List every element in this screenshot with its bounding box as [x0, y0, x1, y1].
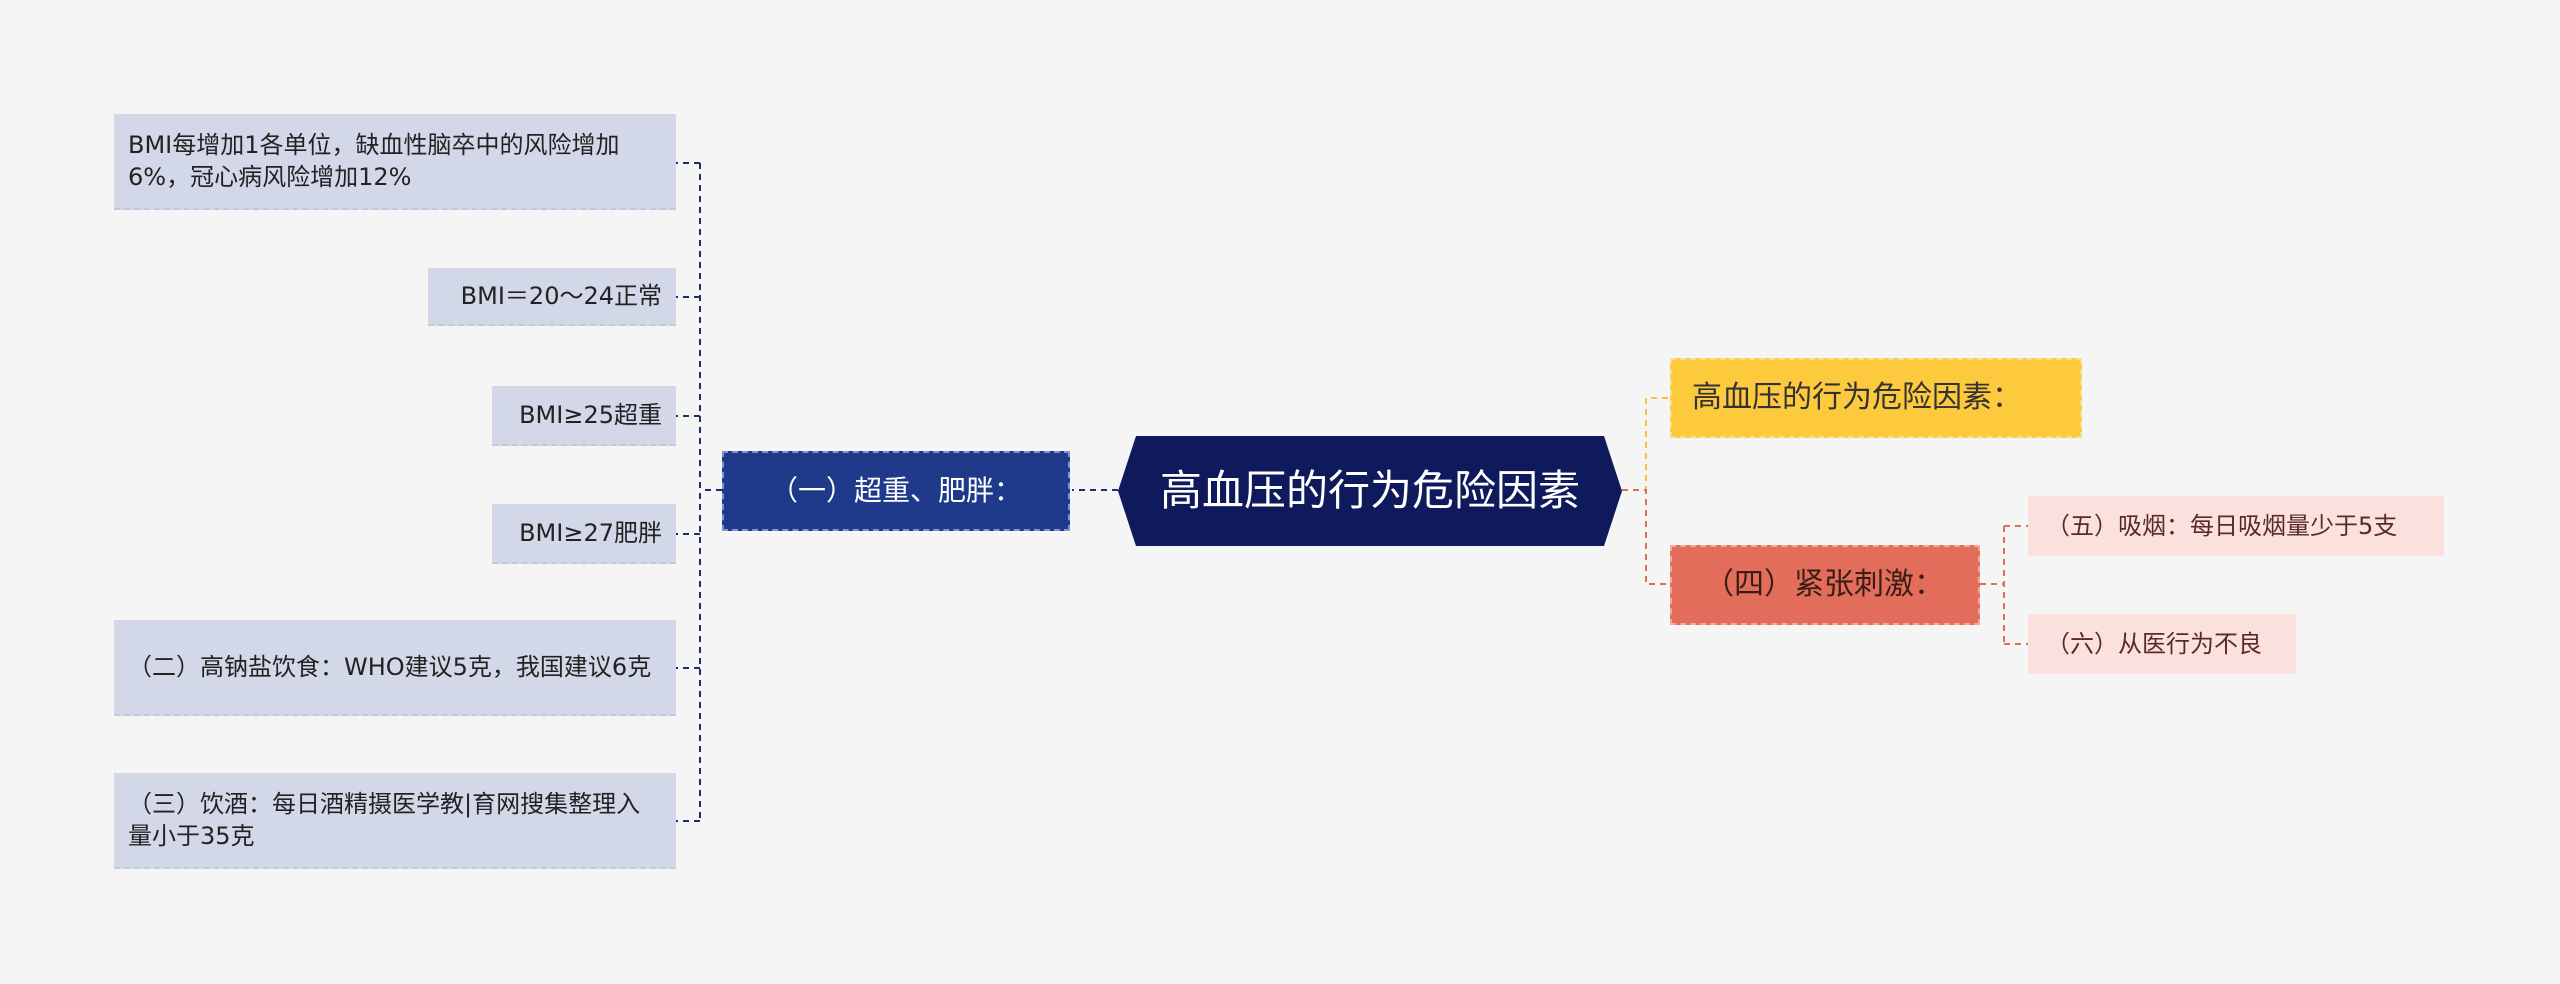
root-hexagon-shape — [1118, 436, 1622, 546]
branch-behavior-risk-label: 高血压的行为危险因素： — [1692, 379, 2022, 415]
branch-overweight-obesity: （一）超重、肥胖： — [722, 451, 1070, 531]
branch-stress-label: （四）紧张刺激： — [1704, 566, 1944, 602]
leaf-high-salt-label: （二）高钠盐饮食：WHO建议5克，我国建议6克 — [128, 652, 652, 681]
leaf-smoking-label: （五）吸烟：每日吸烟量少于5支 — [2046, 511, 2398, 540]
connector-to-red — [1622, 489, 1670, 585]
leaf-bmi-overweight: BMI≥25超重 — [492, 386, 676, 446]
leaf-bmi-obese: BMI≥27肥胖 — [492, 504, 676, 564]
leaf-bmi-risk: BMI每增加1各单位，缺血性脑卒中的风险增加6%，冠心病风险增加12% — [114, 114, 676, 210]
root-label: 高血压的行为危险因素 — [1159, 465, 1580, 515]
leaf-high-salt: （二）高钠盐饮食：WHO建议5克，我国建议6克 — [114, 620, 676, 716]
leaf-bmi-overweight-label: BMI≥25超重 — [519, 400, 662, 429]
root-node: 高血压的行为危险因素 — [1118, 436, 1622, 546]
leaf-bmi-obese-label: BMI≥27肥胖 — [519, 518, 662, 547]
leaf-smoking: （五）吸烟：每日吸烟量少于5支 — [2028, 496, 2444, 556]
leaf-bmi-risk-label: BMI每增加1各单位，缺血性脑卒中的风险增加6%，冠心病风险增加12% — [128, 130, 620, 191]
branch-overweight-obesity-label: （一）超重、肥胖： — [769, 474, 1022, 508]
leaf-medical-behavior-label: （六）从医行为不良 — [2046, 629, 2262, 658]
branch-stress: （四）紧张刺激： — [1670, 545, 1980, 625]
leaf-medical-behavior: （六）从医行为不良 — [2028, 614, 2296, 674]
leaf-bmi-normal-label: BMI＝20～24正常 — [460, 281, 662, 310]
leaf-alcohol: （三）饮酒：每日酒精摄医学教|育网搜集整理入量小于35克 — [114, 773, 676, 869]
leaf-alcohol-label: （三）饮酒：每日酒精摄医学教|育网搜集整理入量小于35克 — [128, 789, 641, 850]
connector-to-yellow — [1622, 397, 1670, 491]
branch-behavior-risk: 高血压的行为危险因素： — [1670, 358, 2082, 438]
leaf-bmi-normal: BMI＝20～24正常 — [428, 268, 676, 326]
